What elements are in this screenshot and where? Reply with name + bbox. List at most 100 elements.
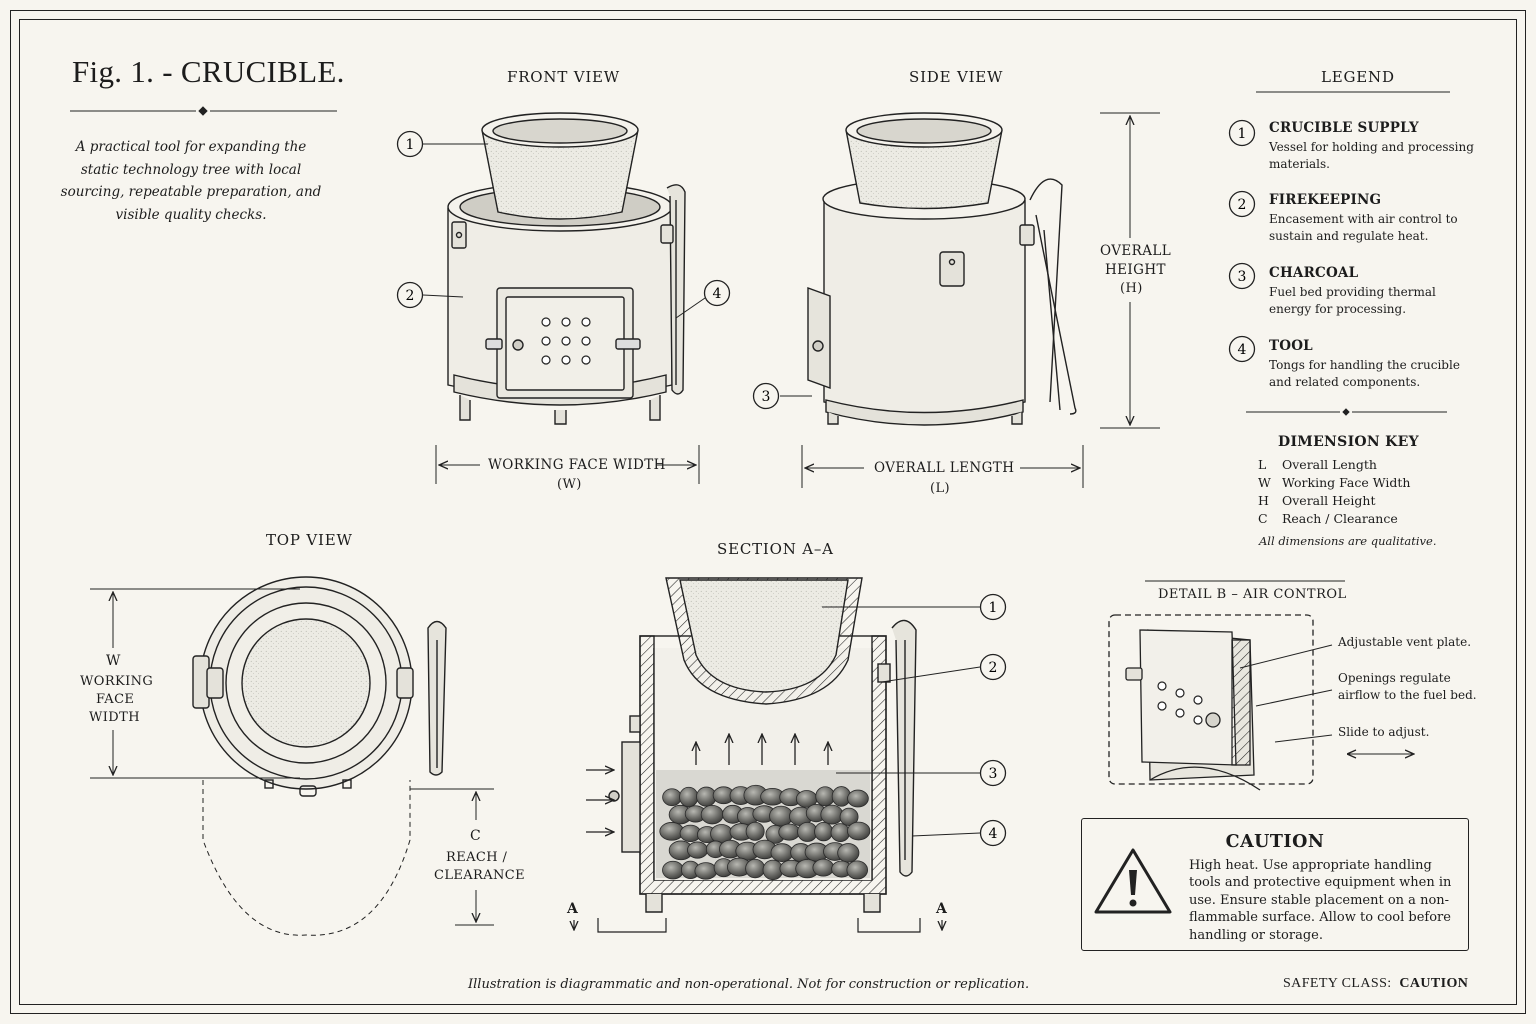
legend-divider [1246, 408, 1447, 416]
figure-title: Fig. 1. - CRUCIBLE. [72, 54, 345, 89]
height-label-1: OVERALL [1100, 243, 1172, 259]
charcoal-lump [812, 858, 835, 877]
figure-description: A practical tool for expanding the stati… [60, 139, 322, 223]
callout-leaders [422, 143, 981, 837]
legend-item-4-desc: Tongs for handling the crucible and rela… [1269, 358, 1460, 389]
callout-number: 2 [406, 288, 415, 304]
top-w-line1: WORKING [80, 674, 154, 689]
front-width-symbol: (W) [557, 477, 582, 492]
heat-arrows [586, 734, 828, 832]
detail-note-2: Openings regulate [1338, 671, 1451, 685]
callout-circle [979, 653, 1007, 681]
legend-item-1-desc: Vessel for holding and processing materi… [1269, 140, 1474, 171]
charcoal-lump [814, 822, 833, 842]
callout-circle [1228, 190, 1256, 218]
front-width-label: WORKING FACE WIDTH [488, 457, 666, 473]
legend-item-4-title: TOOL [1269, 338, 1313, 354]
side-length-label: OVERALL LENGTH [874, 460, 1015, 476]
inner-border [19, 19, 1517, 1005]
callout-circle [752, 382, 780, 410]
detail-leaders [1239, 644, 1414, 754]
charcoal-lump [694, 862, 718, 880]
charcoal-lump [700, 804, 724, 825]
callout-circle [396, 130, 424, 158]
front-view-drawing [447, 112, 686, 425]
height-symbol: (H) [1120, 281, 1143, 296]
caution-body: High heat. Use appropriate handling tool… [1189, 858, 1452, 943]
dimension-key-note: All dimensions are qualitative. [1259, 534, 1437, 548]
top-c-line1: REACH / [446, 850, 508, 865]
side-view-title: SIDE VIEW [909, 68, 1004, 86]
legend-item-3-title: CHARCOAL [1269, 265, 1359, 281]
dimension-key-heading: DIMENSION KEY [1278, 434, 1419, 450]
callout-number: 4 [989, 826, 998, 842]
callout-number: 2 [989, 660, 998, 676]
legend-item-3-desc: Fuel bed providing thermal energy for pr… [1269, 285, 1436, 316]
charcoal-lump [830, 823, 851, 842]
charcoal-lump [846, 821, 871, 841]
front-dimension-arrow [435, 445, 700, 484]
callout-circle [1228, 335, 1256, 363]
callout-number: 1 [1238, 126, 1247, 142]
top-view-drawing [192, 576, 447, 936]
front-view-title: FRONT VIEW [507, 68, 621, 86]
callout-circle [1228, 262, 1256, 290]
section-cut-markers [574, 918, 942, 933]
legend-heading: LEGEND [1321, 68, 1395, 86]
charcoal-lump [820, 804, 844, 825]
charcoal-lump [679, 786, 699, 808]
charcoal-lump [846, 860, 869, 880]
charcoal-lump [770, 843, 794, 862]
height-label-2: HEIGHT [1105, 262, 1166, 278]
detail-b-title: DETAIL B – AIR CONTROL [1158, 587, 1347, 602]
callout-number: 2 [1238, 197, 1247, 213]
top-dimension-arrows [90, 588, 494, 926]
callout-circle [703, 279, 731, 307]
detail-note-4: Slide to adjust. [1338, 725, 1430, 739]
section-marker-right: A [936, 901, 947, 917]
safety-class: SAFETY CLASS: CAUTION [1283, 976, 1469, 991]
charcoal-lump [687, 841, 709, 859]
callout-number: 3 [762, 389, 771, 405]
front-vent-holes [541, 317, 591, 365]
callout-number: 1 [989, 600, 998, 616]
section-marker-left: A [567, 901, 578, 917]
title-divider [70, 106, 337, 116]
side-view-drawing [807, 112, 1077, 426]
callout-number: 3 [989, 766, 998, 782]
callout-circle [1228, 119, 1256, 147]
footer-disclaimer: Illustration is diagrammatic and non-ope… [468, 977, 1030, 992]
section-view-title: SECTION A–A [717, 540, 834, 558]
top-w-symbol: W [106, 653, 121, 669]
charcoal-lump [839, 807, 859, 826]
callout-circle [979, 593, 1007, 621]
top-view-title: TOP VIEW [266, 531, 353, 549]
charcoal-lump [662, 860, 684, 880]
legend-item-2-title: FIREKEEPING [1269, 192, 1382, 208]
top-w-line2: FACE [96, 692, 135, 707]
charcoal-lump [847, 789, 869, 808]
detail-note-1: Adjustable vent plate. [1338, 635, 1472, 649]
detail-b-drawing [1108, 614, 1314, 791]
top-c-line2: CLEARANCE [434, 868, 526, 883]
legend-item-2-desc: Encasement with air control to sustain a… [1269, 212, 1458, 243]
callout-circle [979, 759, 1007, 787]
charcoal-lump [662, 788, 682, 807]
outer-border [10, 10, 1526, 1014]
side-length-symbol: (L) [930, 481, 950, 496]
charcoal-lump [745, 858, 766, 879]
callout-number: 1 [406, 137, 415, 153]
charcoal-lump [837, 843, 860, 863]
caution-box [1081, 818, 1469, 951]
top-w-line3: WIDTH [89, 710, 140, 725]
legend-item-1-title: CRUCIBLE SUPPLY [1269, 120, 1419, 136]
callout-number: 4 [1238, 342, 1247, 358]
charcoal-lump [778, 823, 801, 841]
side-dimension-arrows [801, 112, 1160, 488]
caution-title: CAUTION [1225, 832, 1325, 852]
callout-number: 4 [713, 286, 722, 302]
callout-circle [396, 281, 424, 309]
